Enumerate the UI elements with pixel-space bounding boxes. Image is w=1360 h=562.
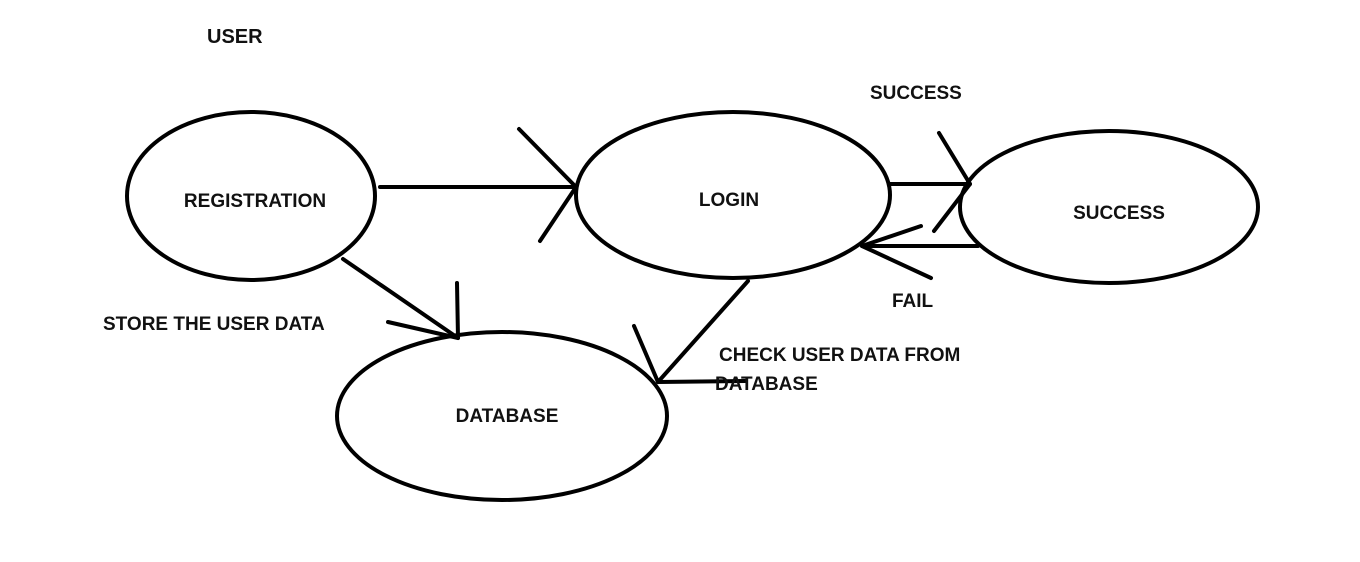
login-to-success-label: SUCCESS xyxy=(870,83,962,104)
node-success: SUCCESS xyxy=(958,129,1260,285)
database-label: DATABASE xyxy=(456,406,559,427)
node-registration: REGISTRATION xyxy=(125,110,377,282)
login-to-database-label-line-1: CHECK USER DATA FROM xyxy=(719,345,960,366)
registration-to-login-arrowhead xyxy=(517,127,578,243)
login-to-database-line xyxy=(656,279,750,384)
login-to-database-arrowhead xyxy=(632,324,747,384)
login-to-database-label-line-2: DATABASE xyxy=(715,374,818,395)
registration-to-database-line xyxy=(341,257,460,340)
registration-ellipse xyxy=(125,110,377,282)
registration-to-database-label: STORE THE USER DATA xyxy=(103,314,325,335)
database-ellipse xyxy=(335,330,669,502)
login-to-success-arrowhead xyxy=(932,131,972,233)
registration-label: REGISTRATION xyxy=(184,191,326,212)
edge-registration-to-login xyxy=(378,127,578,243)
node-database: DATABASE xyxy=(335,330,669,502)
success-to-login-arrowhead xyxy=(860,224,933,280)
success-to-login-label: FAIL xyxy=(892,291,934,312)
success-ellipse xyxy=(958,129,1260,285)
login-ellipse xyxy=(574,110,892,280)
node-login: LOGIN xyxy=(574,110,892,280)
login-label: LOGIN xyxy=(699,190,759,211)
edge-success-to-login: FAIL xyxy=(860,224,980,312)
success-label: SUCCESS xyxy=(1073,203,1165,224)
edge-login-to-success: SUCCESS xyxy=(870,83,972,233)
edge-login-to-database: CHECK USER DATA FROM DATABASE xyxy=(632,279,960,395)
diagram-title: USER xyxy=(207,26,263,48)
edge-registration-to-database: STORE THE USER DATA xyxy=(103,257,460,340)
registration-to-database-arrowhead xyxy=(386,281,460,340)
